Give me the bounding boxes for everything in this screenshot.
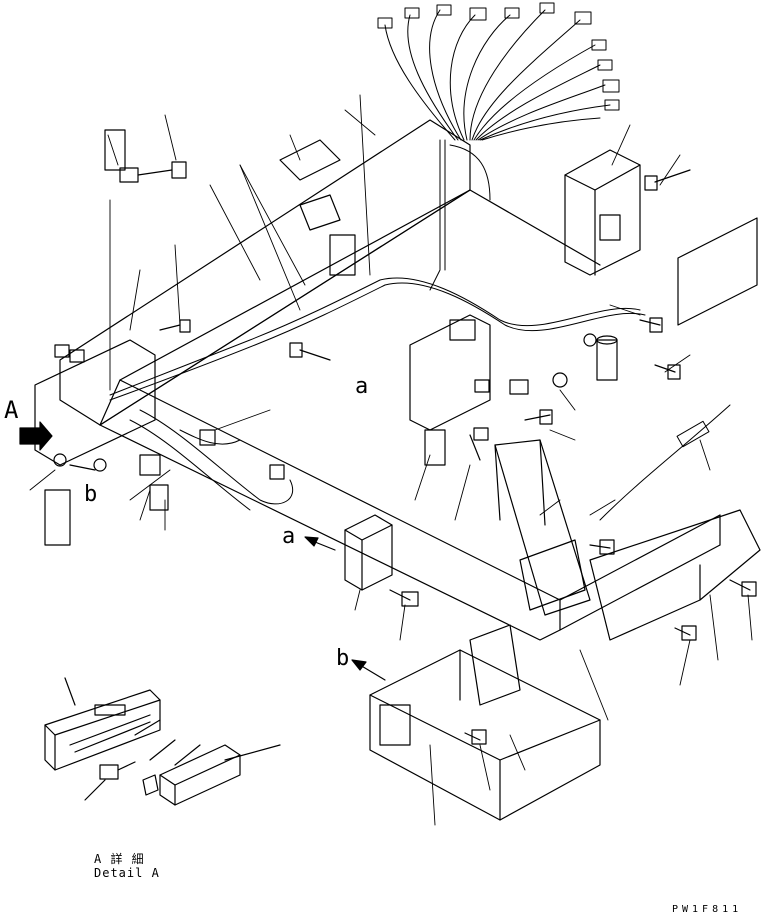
bolt xyxy=(470,428,488,460)
wire-harness-bundle xyxy=(378,3,619,290)
bolt xyxy=(465,730,486,744)
bolt xyxy=(655,365,680,379)
bolt xyxy=(645,170,690,190)
frame-harness xyxy=(110,278,645,510)
bolt xyxy=(590,540,614,554)
view-a-label: A xyxy=(4,396,19,424)
left-component-cluster xyxy=(35,340,284,510)
drawing-code: PW1F811 xyxy=(672,904,743,915)
bolt xyxy=(160,320,190,332)
brackets xyxy=(45,130,528,545)
bolt xyxy=(390,590,418,606)
bolts xyxy=(120,162,756,744)
detail-a-drawing xyxy=(45,678,280,805)
label-plate xyxy=(678,218,757,325)
detail-caption-english: Detail A xyxy=(94,866,160,880)
relay-cylinder xyxy=(553,334,617,387)
bolt xyxy=(120,162,186,182)
main-frame-beam xyxy=(60,120,720,640)
view-arrows xyxy=(20,422,385,680)
bolt xyxy=(640,318,662,332)
detail-caption-japanese: A 詳 細 xyxy=(94,852,145,866)
module-a xyxy=(345,515,392,590)
controller-box xyxy=(565,150,640,275)
arrow-a-label: a xyxy=(355,374,369,399)
view-b-small-label: b xyxy=(336,646,350,671)
view-a-small-label: a xyxy=(282,524,296,549)
leader-lines xyxy=(30,95,752,825)
arrow-b-label: b xyxy=(84,482,98,507)
bolt xyxy=(290,343,330,360)
cross-member xyxy=(370,440,760,820)
right-cable xyxy=(600,405,730,520)
bolt xyxy=(675,626,696,640)
bolt xyxy=(730,580,756,596)
bolt xyxy=(525,410,552,424)
